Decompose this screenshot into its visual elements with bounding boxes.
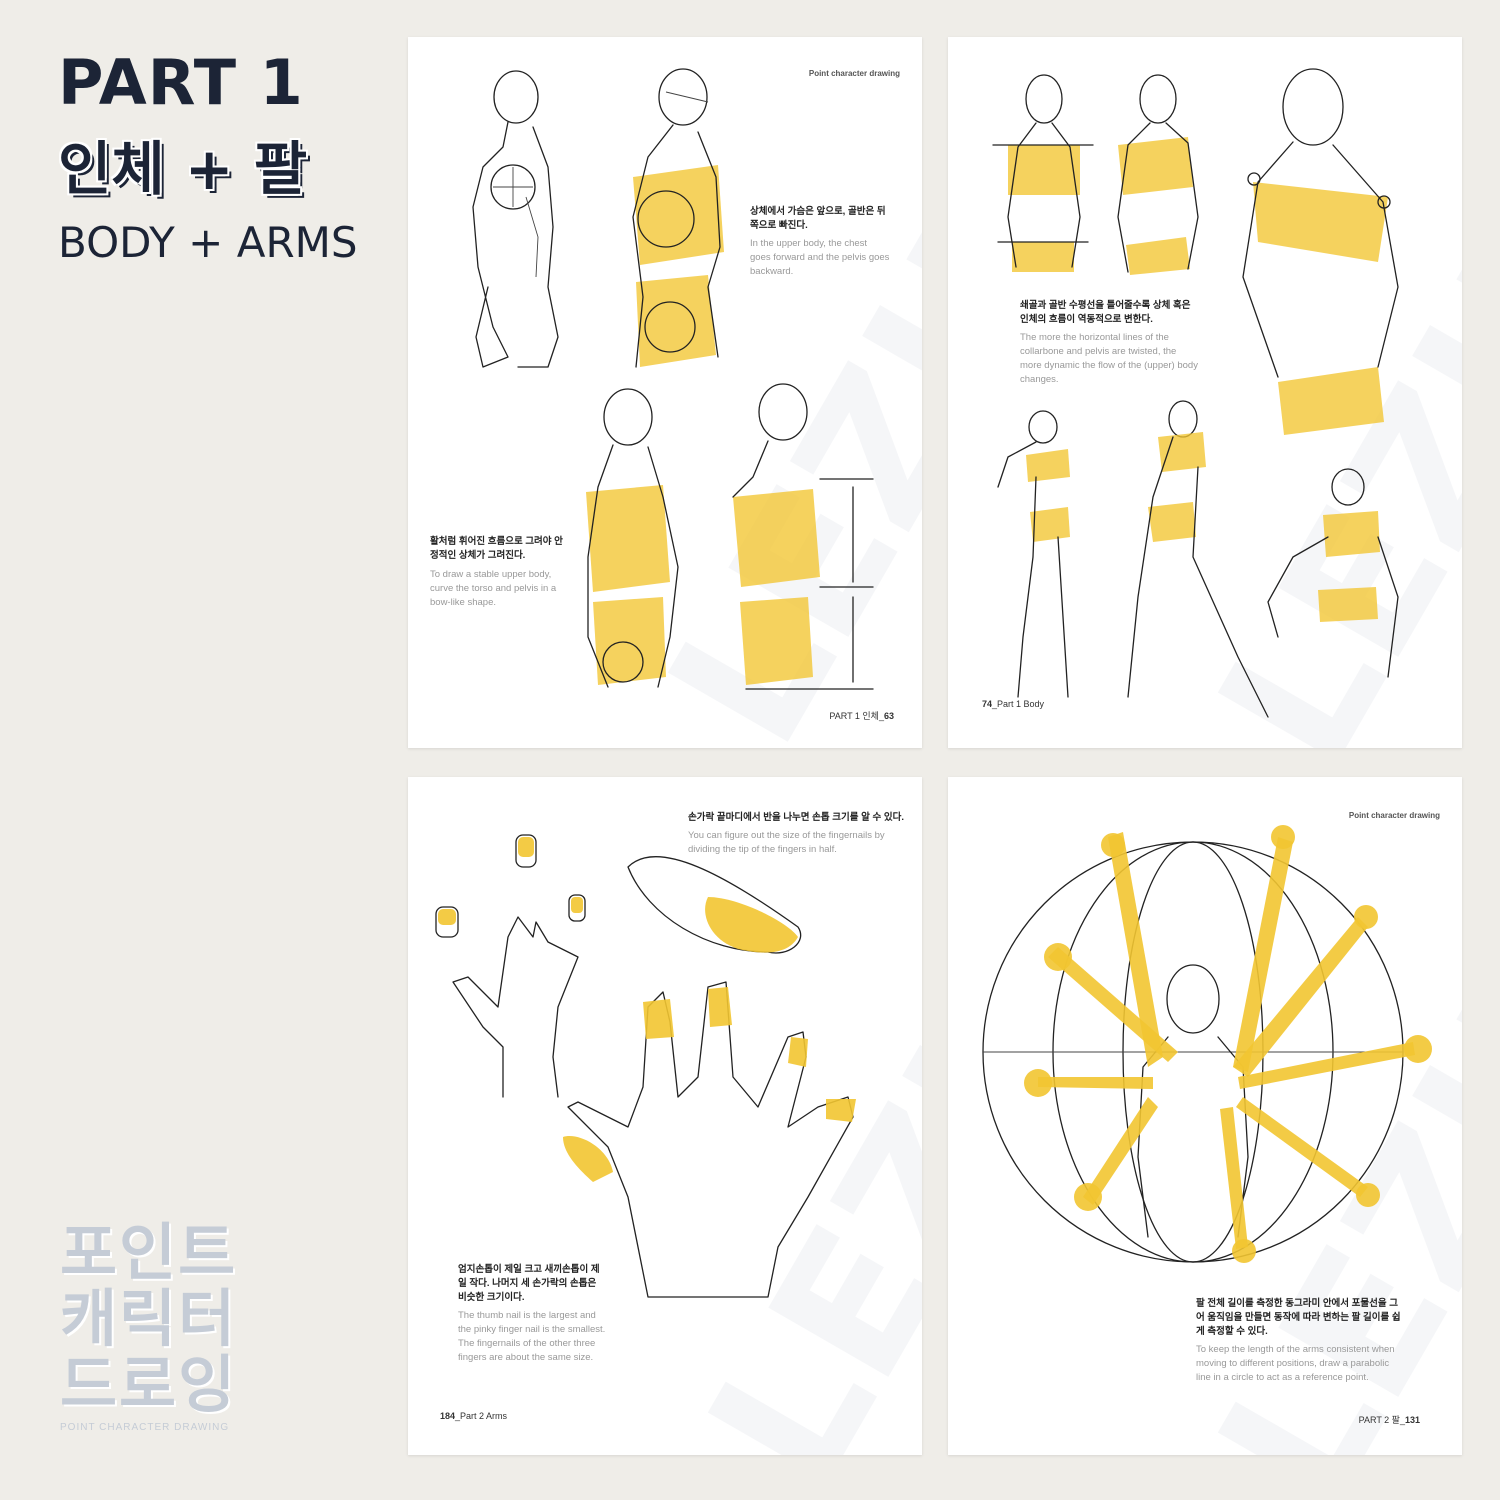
english-title: BODY + ARMS [58, 218, 358, 267]
page-number: 74_Part 1 Body [982, 699, 1045, 709]
part-title: PART 1 [58, 46, 304, 119]
page-number: 184_Part 2 Arms [440, 1411, 508, 1421]
korean-title: 인체 + 팔 [58, 135, 308, 203]
caption-korean: 팔 전체 길이를 측정한 동그라미 안에서 포물선을 그어 움직임을 만들면 동… [1196, 1298, 1401, 1337]
caption-english: To draw a stable upper body, curve the t… [430, 569, 557, 608]
book-page-131: LEZHIN Point character drawing 팔 전체 길이를 … [948, 777, 1462, 1455]
caption-english: To keep the length of the arms consisten… [1196, 1344, 1395, 1383]
caption-korean: 엄지손톱이 제일 크고 새끼손톱이 제일 작다. 나머지 세 손가락의 손톱은 … [458, 1264, 600, 1303]
caption-korean: 쇄골과 골반 수평선을 틀어줄수록 상체 혹은 인체의 흐름이 역동적으로 변한… [1020, 300, 1191, 325]
hand-illustration [435, 834, 856, 1298]
collarbone-pelvis-illustration [992, 68, 1399, 718]
caption-english: You can figure out the size of the finge… [688, 830, 885, 855]
logo-line-2: 캐릭터 [60, 1282, 238, 1355]
caption-korean: 상체에서 가슴은 앞으로, 골반은 뒤쪽으로 빠진다. [750, 206, 886, 231]
caption-english: In the upper body, the chest goes forwar… [750, 238, 890, 277]
arm-range-illustration [982, 825, 1432, 1263]
page-header: Point character drawing [1348, 811, 1440, 820]
caption-korean: 활처럼 휘어진 흐름으로 그려야 안정적인 상체가 그려진다. [430, 536, 563, 561]
logo-line-3: 드로잉 [60, 1348, 238, 1421]
caption-english: The more the horizontal lines of the col… [1020, 332, 1198, 385]
book-page-74: LEZHIN 쇄골과 골반 수평선을 틀어줄수록 상체 혹은 인체의 흐름이 역… [948, 37, 1462, 748]
book-page-184: LEZHIN 손가락 끝마디에서 반을 나누면 손톱 크기를 알 수 있다. Y… [408, 777, 922, 1455]
page-number: PART 2 팔_131 [1358, 1415, 1420, 1425]
page-header: Point character drawing [808, 69, 900, 78]
torso-illustration [472, 68, 874, 690]
caption-korean: 손가락 끝마디에서 반을 나누면 손톱 크기를 알 수 있다. [688, 812, 905, 823]
page-number: PART 1 인체_63 [829, 711, 894, 721]
caption-english: The thumb nail is the largest and the pi… [458, 1310, 606, 1363]
book-page-63: LEZHIN Point character draw [408, 37, 922, 748]
logo-line-1: 포인트 [60, 1216, 238, 1289]
book-logo: 포인트 캐릭터 드로잉 POINT CHARACTER DRAWING [60, 1220, 290, 1460]
logo-subtitle: POINT CHARACTER DRAWING [60, 1422, 230, 1433]
